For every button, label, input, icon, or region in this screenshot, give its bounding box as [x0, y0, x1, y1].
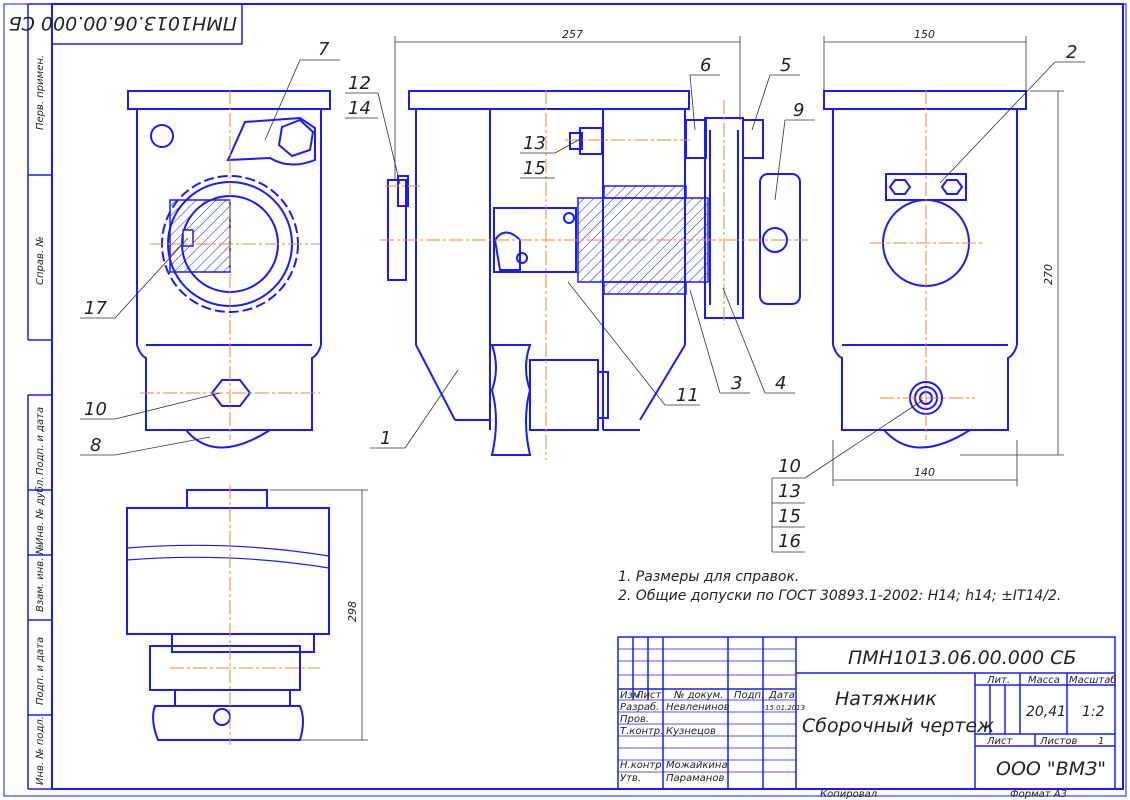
- leader-lines: [80, 59, 1085, 553]
- callout-14: 14: [348, 98, 371, 119]
- tb-header-izm: Изм.: [620, 690, 644, 701]
- side-label-dubl: Инв. № дубл.: [34, 477, 46, 545]
- footer-copied: Копировал: [820, 789, 878, 800]
- callout-13a: 13: [523, 133, 546, 154]
- callout-13b: 13: [778, 481, 801, 502]
- callout-5: 5: [780, 55, 791, 76]
- tb-name-razrab: Невленинов: [666, 702, 730, 713]
- front-section-hatch: [169, 199, 231, 273]
- callout-1: 1: [380, 428, 391, 449]
- side-label-sprav: Справ. №: [35, 236, 46, 285]
- outer-frame: [3, 3, 1127, 797]
- dim-140: 140: [914, 466, 935, 479]
- tb-role-nkontr: Н.контр.: [620, 760, 665, 771]
- title-block-rows: [618, 648, 796, 773]
- note-1: 1. Размеры для справок.: [618, 569, 799, 585]
- side-centerlines: [380, 90, 810, 460]
- tb-label-sheets: Листов: [1039, 736, 1077, 747]
- title-block-grid: [617, 636, 1116, 790]
- tb-role-utv: Утв.: [620, 773, 641, 784]
- note-2: 2. Общие допуски по ГОСТ 30893.1-2002: H…: [618, 588, 1061, 604]
- rotated-code-box: [51, 3, 243, 45]
- callout-10b: 10: [778, 456, 801, 477]
- callout-15b: 15: [778, 506, 801, 527]
- side-label-podp2: Подп. и дата: [35, 637, 46, 705]
- tb-header-dokum: № докум.: [673, 690, 723, 701]
- side-view: [387, 90, 801, 456]
- callout-10a: 10: [84, 399, 107, 420]
- bearing-bottom: [603, 281, 687, 295]
- tb-name-tkontr: Кузнецов: [666, 726, 716, 737]
- bottom-centerlines: [170, 485, 320, 745]
- bottom-view: [126, 489, 330, 741]
- side-label-podp1: Подп. и дата: [35, 407, 46, 475]
- tb-label-mass: Масса: [1028, 675, 1060, 686]
- tb-role-tkontr: Т.контр.: [620, 726, 663, 737]
- side-strip: [27, 3, 52, 790]
- dimension-lines: [270, 36, 1064, 741]
- callout-9: 9: [793, 100, 804, 121]
- callout-8: 8: [90, 435, 101, 456]
- callout-3: 3: [731, 373, 742, 394]
- rotated-code: ПМН1013.06.00.000 СБ: [9, 12, 237, 34]
- side-label-perv: Перв. примен.: [35, 55, 46, 130]
- callout-15a: 15: [523, 158, 546, 179]
- bearing-top: [603, 185, 687, 199]
- dim-150: 150: [914, 28, 935, 41]
- footer-format: Формат А3: [1010, 789, 1067, 800]
- tb-drawing-code: ПМН1013.06.00.000 СБ: [848, 647, 1076, 669]
- tb-title-line2: Сборочный чертеж: [802, 715, 994, 737]
- callout-4: 4: [775, 373, 786, 394]
- tb-date-razrab: 15.01.2013: [765, 704, 805, 712]
- tb-role-razrab: Разраб.: [620, 701, 659, 713]
- front-centerlines: [140, 90, 320, 440]
- tb-title-line1: Натяжник: [835, 688, 937, 710]
- tb-label-lit: Лит.: [986, 675, 1010, 686]
- callout-16: 16: [778, 531, 801, 552]
- callout-11: 11: [676, 385, 699, 406]
- right-centerlines: [870, 90, 985, 440]
- dim-270: 270: [1042, 264, 1055, 285]
- tb-label-sheet: Лист: [986, 736, 1014, 747]
- callout-12: 12: [348, 73, 371, 94]
- tb-scale-value: 1:2: [1082, 704, 1105, 720]
- tb-name-nkontr: Можайкина: [666, 760, 728, 771]
- tb-mass-value: 20,41: [1026, 704, 1066, 720]
- callout-6: 6: [700, 55, 711, 76]
- tb-label-scale: Масштаб: [1069, 674, 1117, 686]
- tb-header-podp: Подп.: [734, 690, 764, 701]
- tb-sheets-count: 1: [1098, 736, 1104, 747]
- tb-name-utv: Параманов: [666, 773, 724, 784]
- tb-header-list: Лист: [635, 690, 663, 701]
- side-label-vzam: Взам. инв. №: [35, 544, 46, 612]
- dim-298: 298: [346, 601, 359, 622]
- inner-frame: [51, 3, 1124, 790]
- tb-role-prov: Пров.: [620, 714, 649, 725]
- dim-257: 257: [562, 28, 583, 41]
- callout-2: 2: [1066, 42, 1077, 63]
- callout-7: 7: [318, 39, 330, 60]
- side-label-podl: Инв. № подл.: [35, 716, 46, 785]
- callout-17: 17: [84, 298, 107, 319]
- tb-header-data: Дата: [768, 690, 795, 701]
- tb-company: ООО "ВМЗ": [996, 758, 1106, 780]
- right-view: [823, 90, 1027, 449]
